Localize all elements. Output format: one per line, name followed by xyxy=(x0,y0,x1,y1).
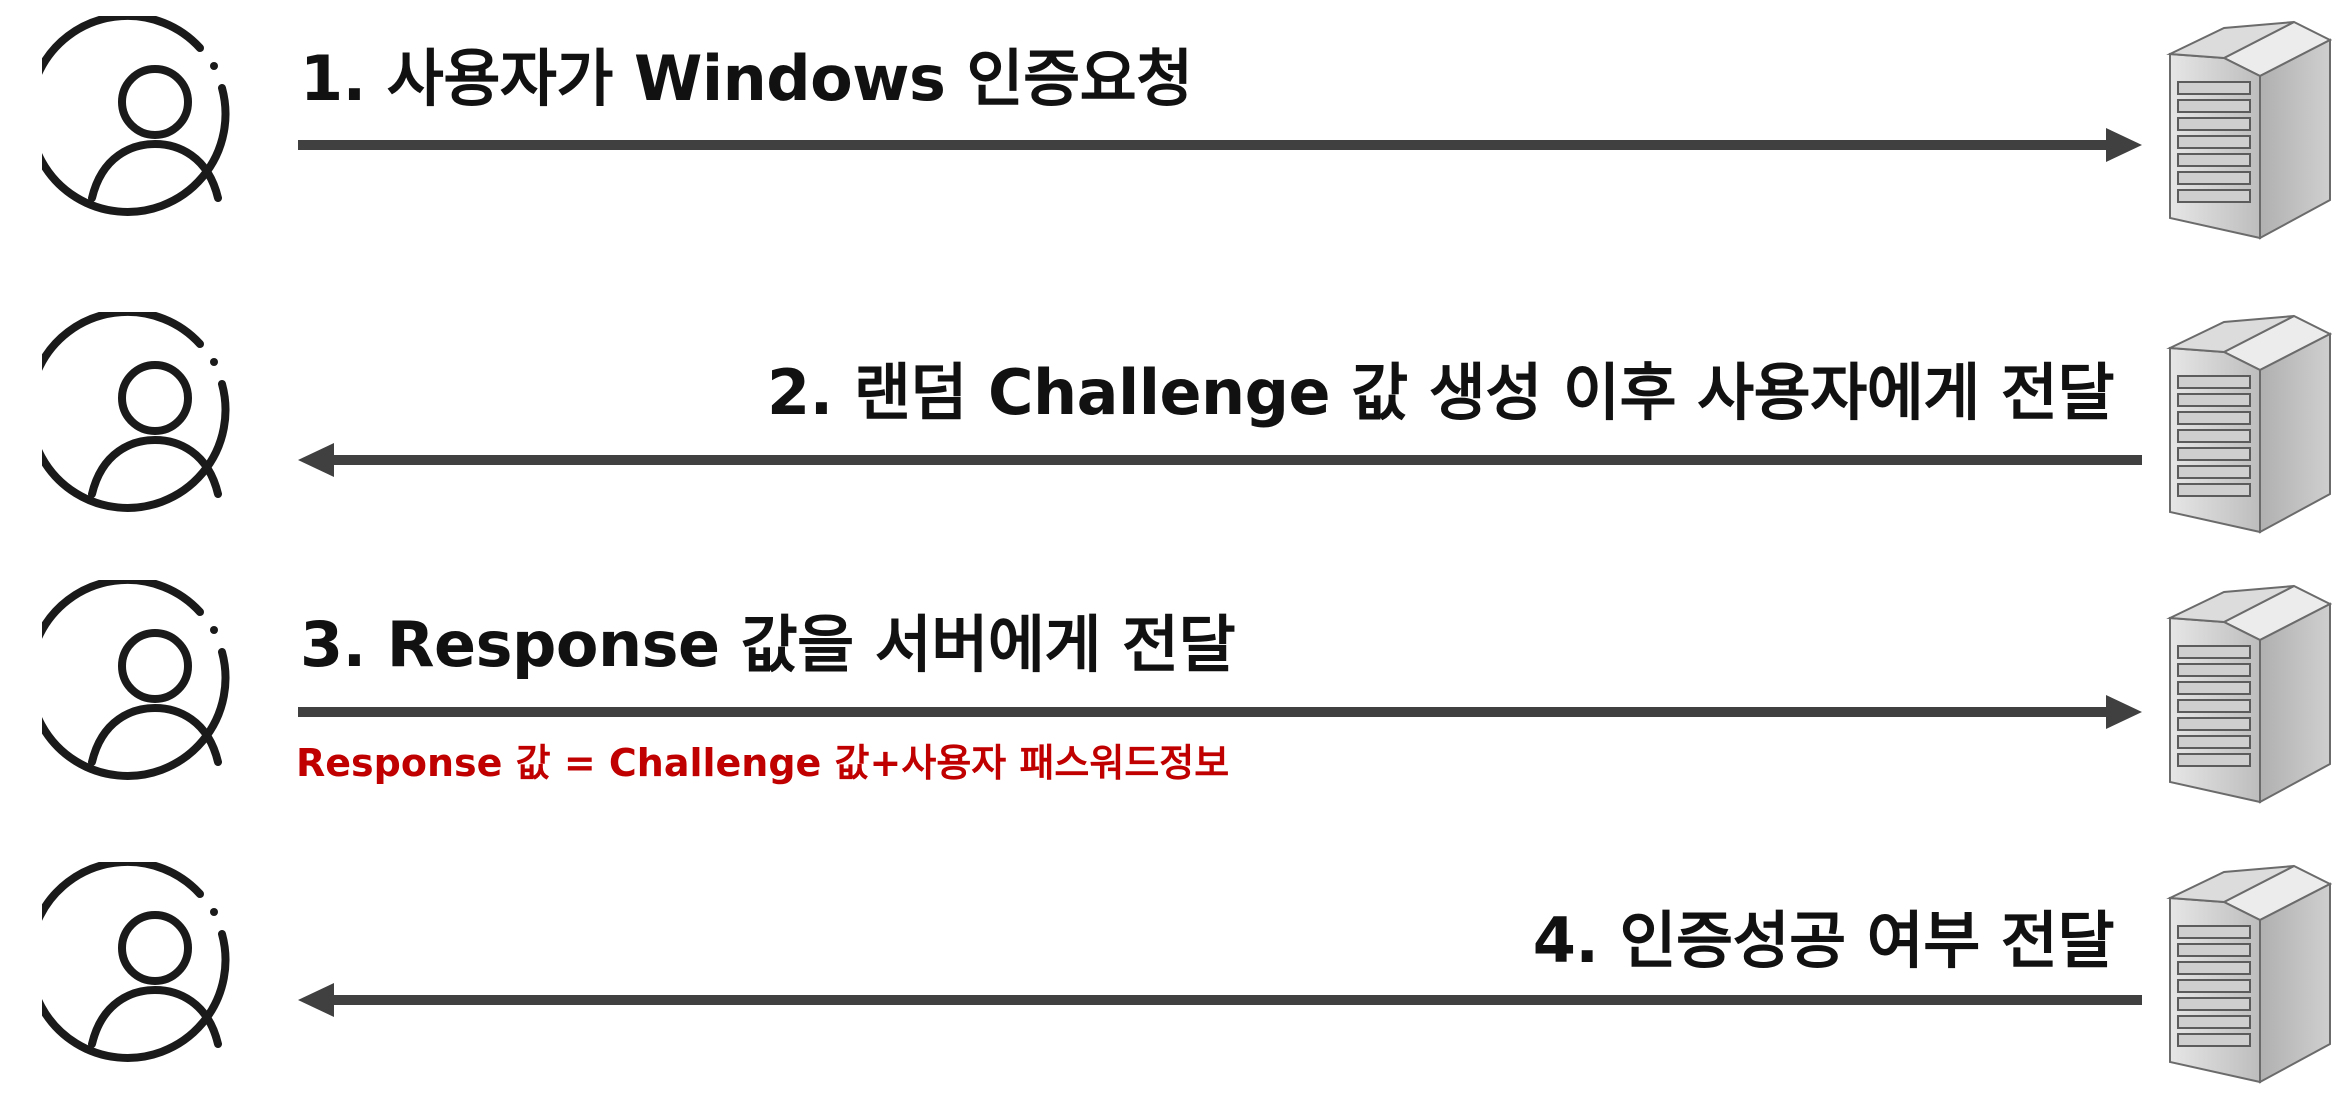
server-icon xyxy=(2169,21,2331,239)
arrow-to-user-2 xyxy=(298,443,2142,477)
step-2-label: 2. 랜덤 Challenge 값 생성 이후 사용자에게 전달 xyxy=(767,356,2114,429)
server-icon xyxy=(2169,315,2331,533)
step-3-label: 3. Response 값을 서버에게 전달 xyxy=(300,608,1236,681)
user-icon xyxy=(42,580,268,806)
server-icon xyxy=(2169,585,2331,803)
server-icon xyxy=(2169,865,2331,1083)
arrow-to-server-3 xyxy=(298,695,2142,729)
step-1-label: 1. 사용자가 Windows 인증요청 xyxy=(300,42,1193,115)
arrow-to-server-1 xyxy=(298,128,2142,162)
user-icon xyxy=(42,862,268,1088)
arrow-to-user-4 xyxy=(298,983,2142,1017)
user-icon xyxy=(42,312,268,538)
user-icon xyxy=(42,16,268,242)
response-formula-note: Response 값 = Challenge 값+사용자 패스워드정보 xyxy=(296,741,1230,785)
step-4-label: 4. 인증성공 여부 전달 xyxy=(1532,904,2115,977)
